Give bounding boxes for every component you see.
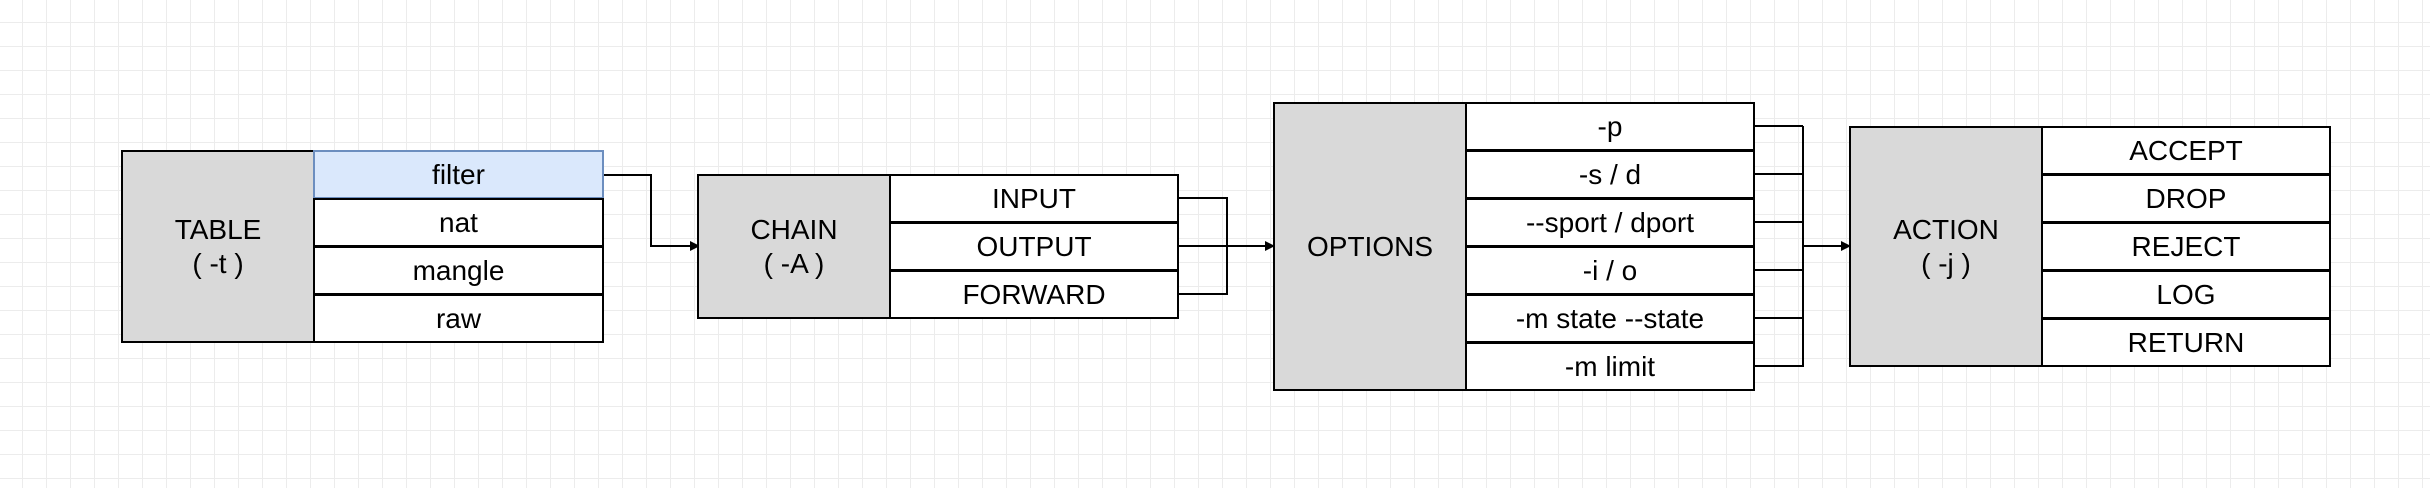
options-item-m-limit[interactable]: -m limit	[1465, 342, 1755, 391]
options-item-i-o[interactable]: -i / o	[1465, 246, 1755, 295]
options-header[interactable]: OPTIONS	[1273, 102, 1467, 391]
table-item-filter[interactable]: filter	[313, 150, 604, 199]
action-item-reject[interactable]: REJECT	[2041, 222, 2331, 271]
table-item-raw[interactable]: raw	[313, 294, 604, 343]
connector-filter-to-chain	[604, 174, 700, 251]
table-item-mangle[interactable]: mangle	[313, 246, 604, 295]
action-item-log[interactable]: LOG	[2041, 270, 2331, 319]
action-item-return[interactable]: RETURN	[2041, 318, 2331, 367]
chain-item-forward[interactable]: FORWARD	[889, 270, 1179, 319]
options-item-p[interactable]: -p	[1465, 102, 1755, 151]
action-header[interactable]: ACTION ( -j )	[1849, 126, 2043, 367]
options-item-s-d[interactable]: -s / d	[1465, 150, 1755, 199]
chain-item-output[interactable]: OUTPUT	[889, 222, 1179, 271]
connector-forward-to-options	[1179, 246, 1228, 295]
chain-header[interactable]: CHAIN ( -A )	[697, 174, 891, 319]
options-item-sport-dport[interactable]: --sport / dport	[1465, 198, 1755, 247]
connector-input-to-options	[1179, 197, 1228, 246]
chain-item-input[interactable]: INPUT	[889, 174, 1179, 223]
options-item-m-state[interactable]: -m state --state	[1465, 294, 1755, 343]
action-item-drop[interactable]: DROP	[2041, 174, 2331, 223]
table-header[interactable]: TABLE ( -t )	[121, 150, 315, 343]
table-item-nat[interactable]: nat	[313, 198, 604, 247]
action-item-accept[interactable]: ACCEPT	[2041, 126, 2331, 175]
